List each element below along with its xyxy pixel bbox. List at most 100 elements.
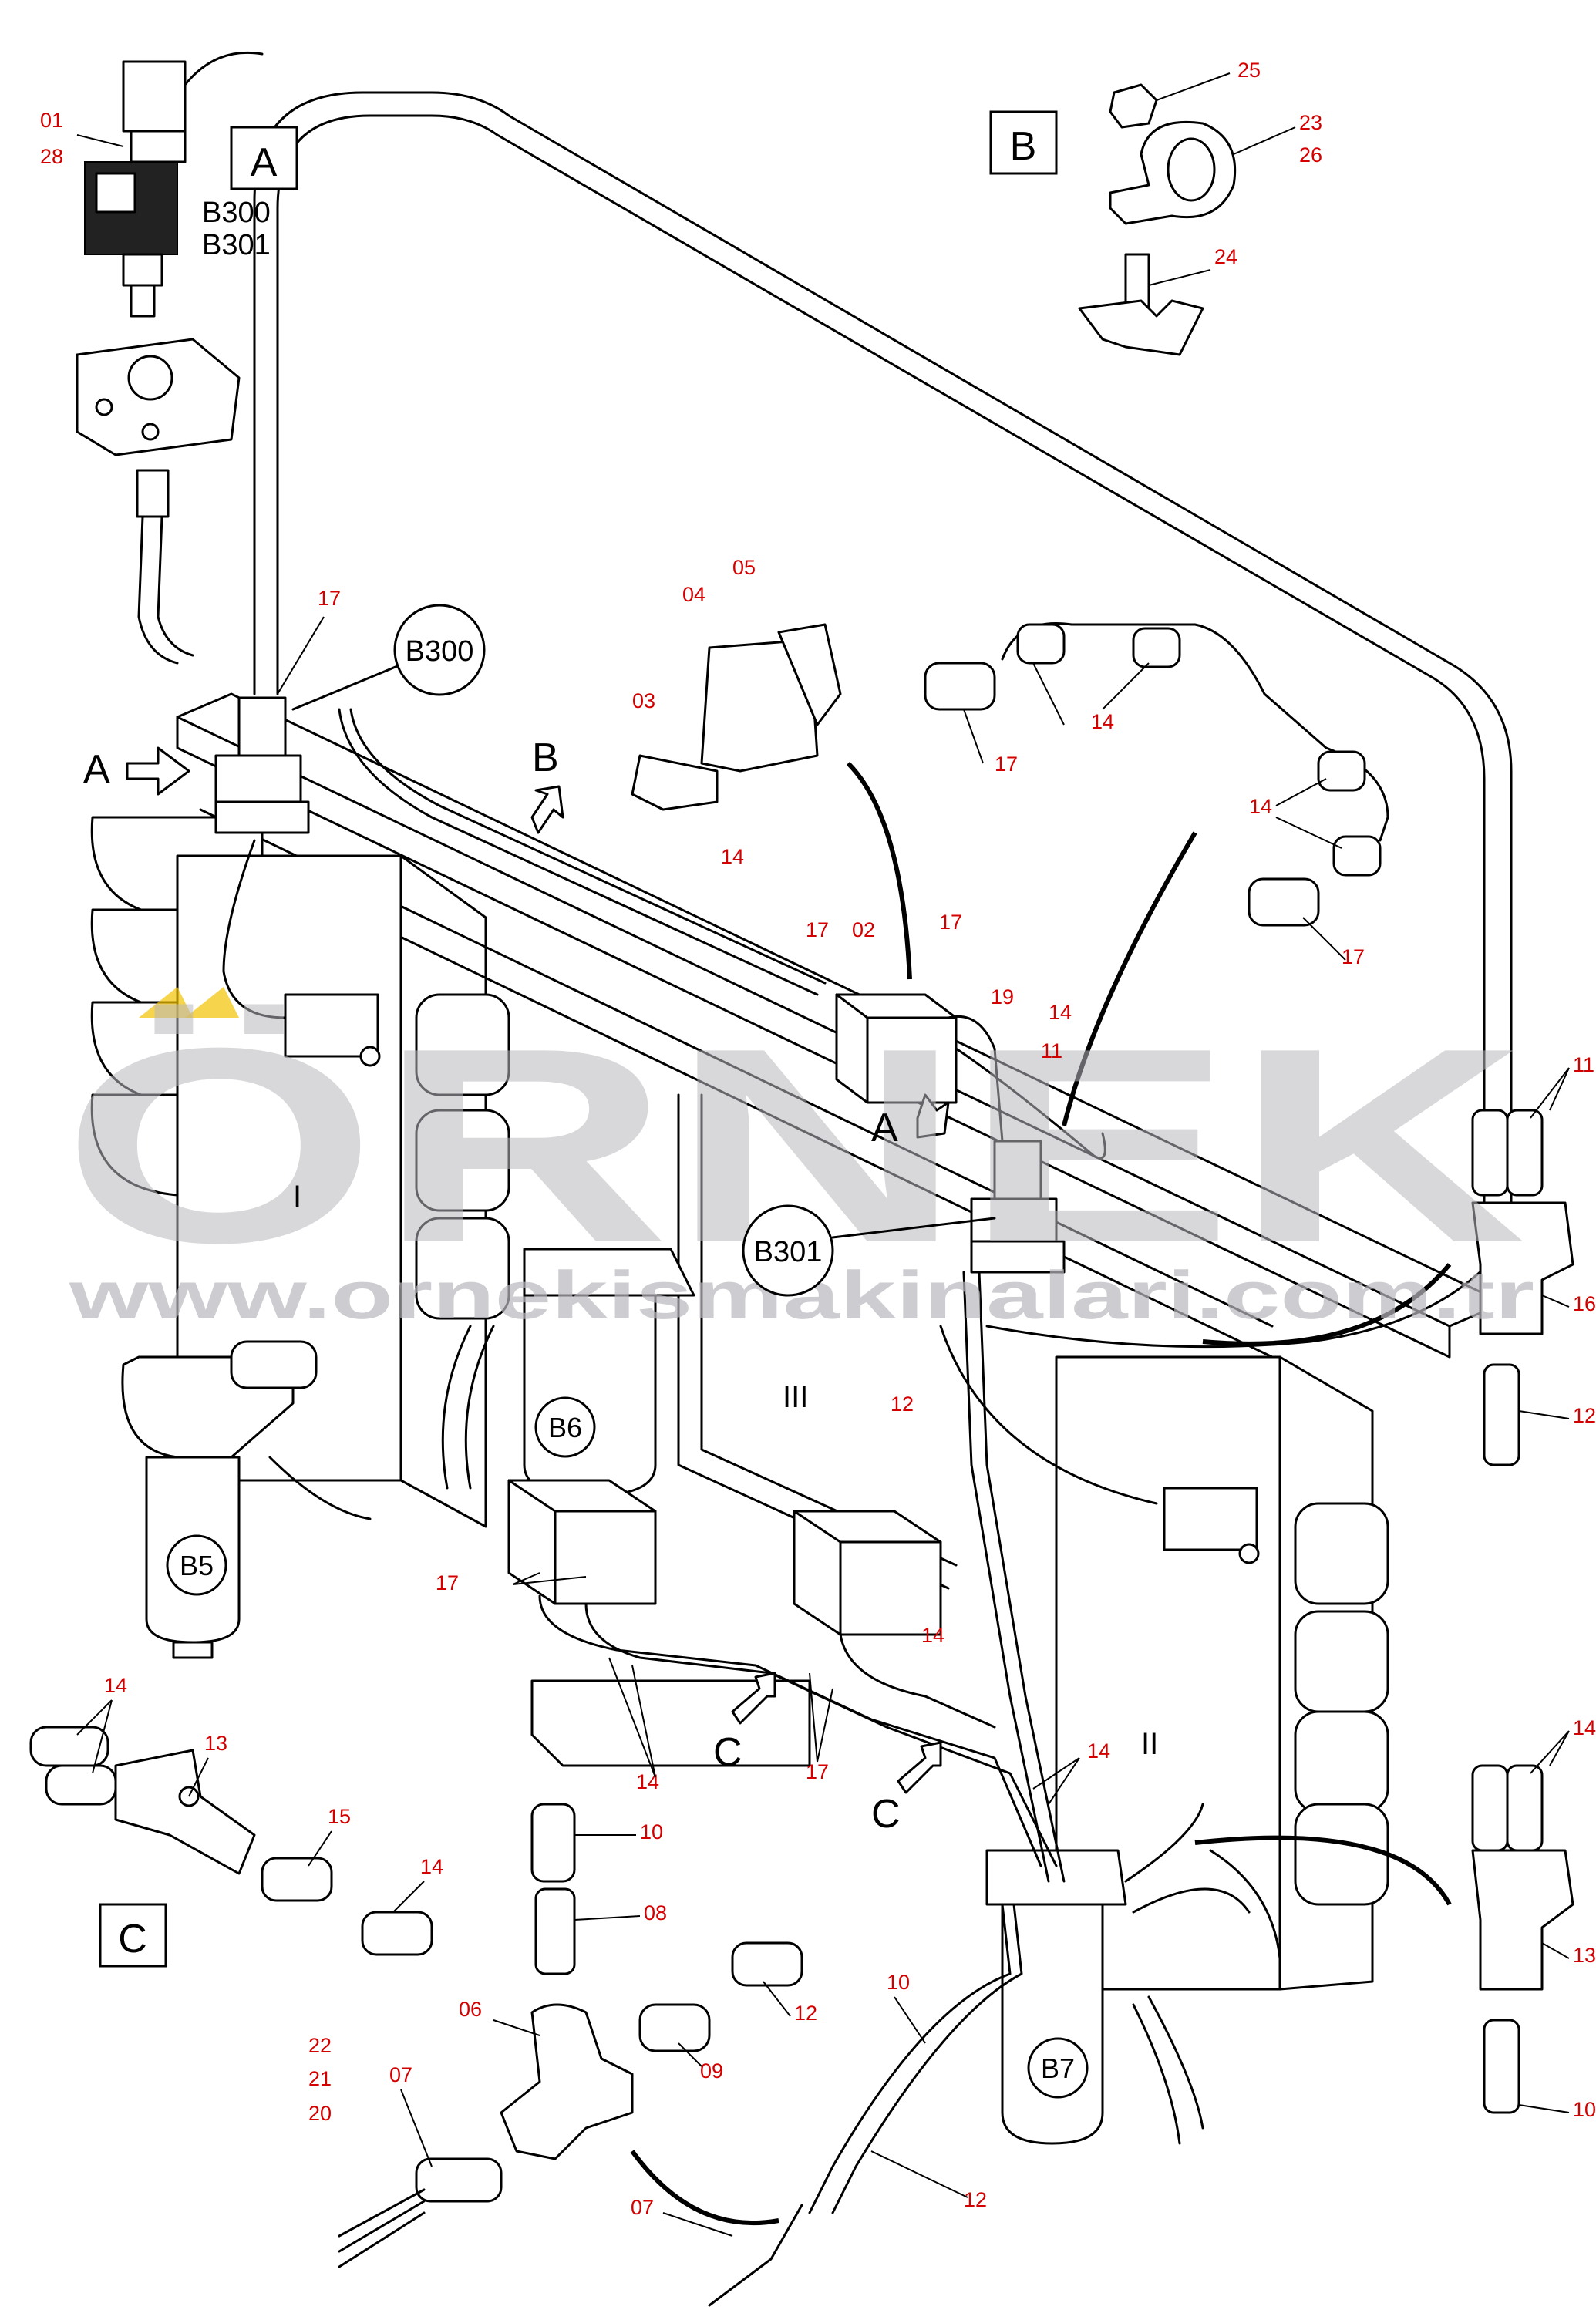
part-14-label-b: 14: [1249, 795, 1272, 818]
callout-leaders: [76, 72, 1570, 2237]
part-09-label: 09: [700, 2059, 723, 2083]
filter-b5: [121, 1340, 318, 1659]
view-arrow-c2-label: C: [871, 1792, 901, 1837]
part-11-label-b: 11: [1573, 1053, 1594, 1076]
detail-b-clamp: [1078, 83, 1237, 356]
section-two-label: II: [1141, 1727, 1158, 1761]
view-arrow-a-right-label: A: [871, 1106, 898, 1150]
part-14-label-c: 14: [721, 845, 744, 868]
view-arrow-c2-shape: [897, 1741, 942, 1794]
part-14-label-j: 14: [420, 1855, 443, 1878]
part-14-label-i: 14: [104, 1674, 127, 1697]
callout-b301: B301: [742, 1204, 996, 1297]
part-17-label-b: 17: [995, 753, 1018, 776]
view-arrow-c1-shape: [731, 1672, 776, 1725]
part-28-label: 28: [40, 145, 63, 168]
detail-a-pressure-switch: [76, 51, 264, 665]
part-10-label-c: 10: [887, 1971, 910, 1994]
part-02-label: 02: [852, 918, 875, 941]
view-arrow-a-right-shape: [916, 1093, 950, 1139]
part-12-label-b: 12: [891, 1392, 914, 1416]
detail-box-a: A: [230, 126, 298, 190]
part-12-label-c: 12: [794, 2002, 817, 2025]
part-14-label-a: 14: [1091, 710, 1114, 733]
part-17-label-a: 17: [318, 587, 341, 610]
view-arrow-a-left-label: A: [83, 747, 110, 792]
part-20-label: 20: [308, 2102, 332, 2125]
check-valve-right: [1163, 1487, 1260, 1564]
part-22-label: 22: [308, 2034, 332, 2057]
pressure-switch-b300-installed: [214, 696, 310, 834]
part-05-label: 05: [732, 556, 756, 579]
filter-b7-label: B7: [1041, 2052, 1075, 2084]
bottom-fittings: [338, 1803, 803, 2268]
svg-text:B300: B300: [406, 635, 474, 668]
part-15-label: 15: [328, 1805, 351, 1828]
part-17-label-d: 17: [806, 918, 829, 941]
part-08-label: 08: [644, 1901, 667, 1924]
part-07-label-a: 07: [389, 2063, 412, 2086]
part-17-label-g: 17: [806, 1760, 829, 1783]
detail-a-b300-label: B300: [202, 197, 271, 229]
detail-a-b301-label: B301: [202, 229, 271, 261]
view-arrow-b-label: B: [532, 736, 559, 780]
leader-curves: [630, 761, 1452, 2225]
part-17-label-f: 17: [436, 1571, 459, 1594]
callout-b300: B300: [291, 604, 486, 711]
part-14-label-f: 14: [636, 1770, 659, 1793]
junction-box-02: [835, 993, 958, 1104]
part-06-label: 06: [459, 1998, 482, 2021]
right-tee-lower: [1471, 1764, 1574, 2114]
part-13-label-a: 13: [1573, 1944, 1596, 1967]
part-24-label: 24: [1214, 245, 1237, 268]
part-14-label-e: 14: [921, 1624, 944, 1647]
part-01-label: 01: [40, 109, 63, 132]
view-arrow-b-shape: [530, 785, 564, 834]
part-callouts: 01 28 25 23 26 24 17 05 04 03 14 17 14 1…: [40, 59, 1596, 2219]
part-25-label: 25: [1237, 59, 1261, 82]
pressure-switch-b301-installed: [970, 1140, 1066, 1274]
part-11-label-a: 11: [1041, 1039, 1062, 1062]
part-16-label: 16: [1573, 1292, 1596, 1315]
part-12-label-a: 12: [1573, 1404, 1596, 1427]
view-arrows: [126, 746, 950, 1794]
part-10-label-b: 10: [640, 1820, 663, 1844]
logo-accent-shape: [139, 987, 193, 1018]
check-valve-left: [284, 993, 381, 1067]
part-03-label: 03: [632, 689, 655, 712]
svg-text:B301: B301: [754, 1236, 823, 1268]
part-26-label: 26: [1299, 143, 1322, 167]
part-23-label: 23: [1299, 111, 1322, 134]
filter-b6-label: B6: [548, 1412, 582, 1443]
view-arrow-a-left-shape: [126, 746, 190, 796]
right-tee-upper: [1471, 1109, 1574, 1466]
section-three-label: III: [783, 1380, 808, 1414]
part-13-label-b: 13: [204, 1732, 227, 1755]
connector-details: [631, 622, 1389, 927]
section-one-label: I: [293, 1180, 301, 1214]
svg-text:B: B: [1010, 124, 1037, 169]
detail-box-c: C: [99, 1903, 167, 1968]
svg-text:C: C: [118, 1917, 147, 1961]
part-14-label-h: 14: [1573, 1716, 1596, 1739]
part-07-label-b: 07: [631, 2196, 654, 2219]
junction-box-left: [507, 1479, 657, 1605]
part-21-label: 21: [308, 2067, 332, 2090]
hose-lines: [222, 708, 1490, 2307]
part-19-label: 19: [991, 985, 1014, 1008]
part-12-label-d: 12: [964, 2188, 987, 2211]
svg-text:A: A: [251, 140, 278, 185]
filter-b5-label: B5: [180, 1550, 214, 1581]
part-17-label-c: 17: [1342, 945, 1365, 968]
detail-box-b: B: [989, 110, 1058, 175]
filter-b6: [523, 1248, 695, 1497]
filter-b7: [985, 1849, 1127, 2145]
part-14-label-g: 14: [1087, 1739, 1110, 1763]
detail-c-fittings: [29, 1726, 433, 1956]
part-17-label-e: 17: [939, 911, 962, 934]
view-arrow-c1-label: C: [713, 1730, 742, 1775]
part-10-label-a: 10: [1573, 2098, 1596, 2121]
part-14-label-d: 14: [1049, 1001, 1072, 1024]
junction-box-mid: [793, 1510, 942, 1636]
